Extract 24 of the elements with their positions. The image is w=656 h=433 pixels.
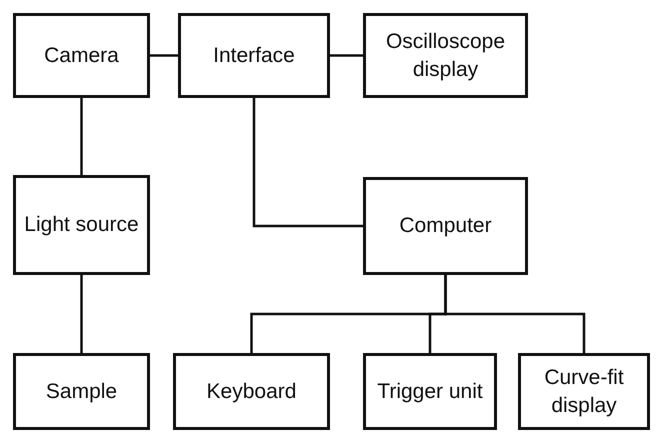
box-label: Sample [44, 378, 118, 405]
process-box [363, 353, 497, 430]
connector-line [150, 54, 178, 57]
process-box [518, 353, 650, 430]
connector-line [444, 275, 586, 353]
process-box [363, 13, 528, 98]
connector-line [252, 98, 363, 228]
process-box [13, 13, 150, 98]
box-label: Computer [398, 213, 493, 240]
box-label: Light source [23, 212, 140, 238]
box-label: Camera [43, 42, 120, 69]
box-label: Oscilloscope display [384, 29, 506, 82]
connector-line [330, 54, 363, 57]
process-box [13, 353, 150, 430]
box-label: Interface [212, 42, 296, 69]
process-box [363, 177, 528, 275]
process-box [173, 353, 330, 430]
box-label: Keyboard [206, 378, 298, 405]
connector-line [80, 98, 83, 175]
box-label: Trigger unit [376, 378, 484, 405]
box-label: Curve-fit display [543, 365, 625, 418]
process-box [13, 175, 150, 275]
process-box [178, 13, 330, 98]
connector-line [80, 275, 83, 353]
